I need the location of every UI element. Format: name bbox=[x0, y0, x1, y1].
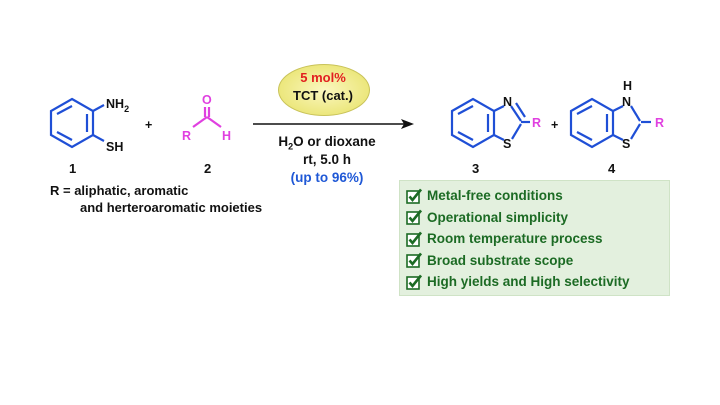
benefits-box: Metal-free conditions Operational simpli… bbox=[399, 180, 670, 296]
compound-4-h: H bbox=[623, 79, 632, 93]
checkbox-check-icon bbox=[406, 209, 422, 226]
checkbox-check-icon bbox=[406, 274, 422, 290]
condition-time: rt, 5.0 h bbox=[302, 152, 351, 167]
benefit-item: Metal-free conditions bbox=[406, 185, 663, 207]
scope-note-line-2: and herteroaromatic moieties bbox=[80, 200, 263, 215]
plus-sign-reactants: + bbox=[145, 118, 152, 132]
compound-1-nh2: NH2 bbox=[106, 97, 129, 114]
catalyst-loading: 5 mol% bbox=[300, 70, 346, 85]
plus-sign-products: + bbox=[551, 118, 558, 132]
compound-2-structure bbox=[192, 107, 222, 128]
checkbox-check-icon bbox=[406, 252, 422, 269]
compound-1-sh: SH bbox=[106, 140, 123, 154]
benefit-text: Operational simplicity bbox=[427, 209, 569, 225]
compound-4-r: R bbox=[655, 116, 664, 130]
compound-3-structure bbox=[450, 97, 530, 149]
compound-2-number: 2 bbox=[204, 161, 212, 176]
reaction-arrow bbox=[253, 119, 414, 129]
checkbox-check-icon bbox=[406, 231, 422, 247]
benefit-item: High yields and High selectivity bbox=[406, 271, 663, 293]
compound-4-number: 4 bbox=[608, 161, 616, 176]
benefit-text: High yields and High selectivity bbox=[427, 274, 630, 290]
benefit-item: Room temperature process bbox=[406, 228, 663, 250]
condition-solvent: H2O or dioxane bbox=[278, 134, 376, 152]
benefit-item: Operational simplicity bbox=[406, 207, 663, 229]
compound-4-structure bbox=[569, 97, 651, 149]
benefit-text: Broad substrate scope bbox=[427, 252, 574, 268]
compound-2-oxygen: O bbox=[202, 93, 212, 107]
compound-3-number: 3 bbox=[472, 161, 480, 176]
compound-2-r: R bbox=[182, 129, 191, 143]
benefit-text: Room temperature process bbox=[427, 231, 603, 247]
compound-3-sulfur: S bbox=[503, 137, 511, 151]
compound-4-sulfur: S bbox=[622, 137, 630, 151]
compound-2-h: H bbox=[222, 129, 231, 143]
checkbox-check-icon bbox=[406, 188, 422, 204]
condition-yield: (up to 96%) bbox=[290, 170, 364, 185]
compound-1-number: 1 bbox=[69, 161, 77, 176]
compound-3-nitrogen: N bbox=[503, 95, 512, 109]
catalyst-bubble bbox=[278, 64, 370, 116]
compound-3-r: R bbox=[532, 116, 541, 130]
scope-note-line-1: R = aliphatic, aromatic bbox=[50, 183, 189, 198]
compound-1-structure bbox=[49, 97, 105, 149]
catalyst-name: TCT (cat.) bbox=[293, 88, 353, 103]
benefit-item: Broad substrate scope bbox=[406, 250, 663, 272]
compound-4-nitrogen: N bbox=[622, 95, 631, 109]
benefit-text: Metal-free conditions bbox=[427, 188, 563, 204]
